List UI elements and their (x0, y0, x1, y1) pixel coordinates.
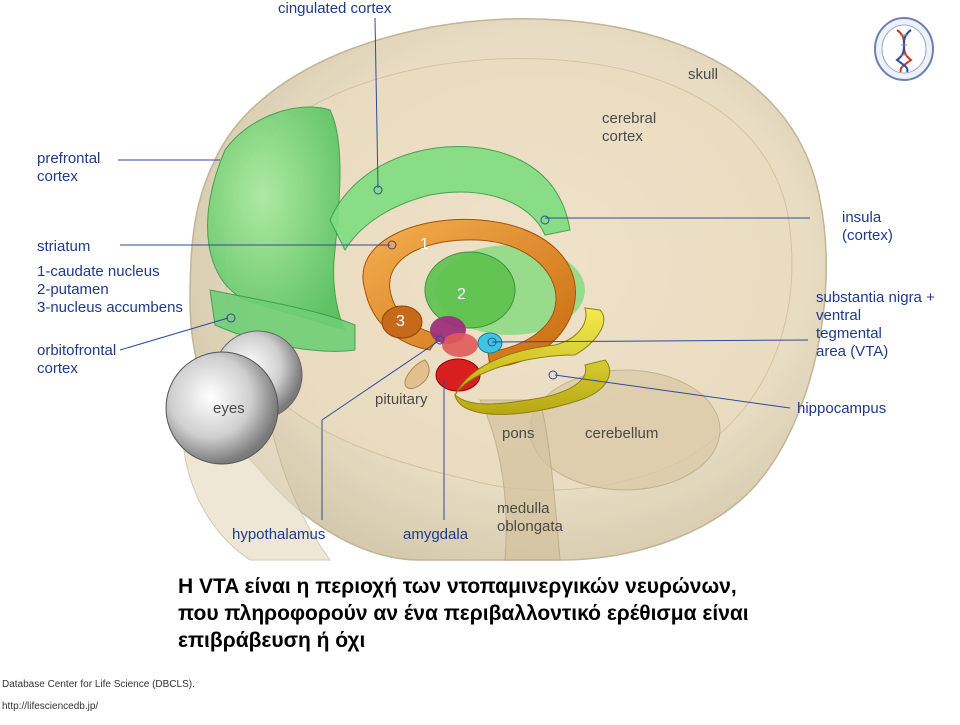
caption-line-2: που πληροφορούν αν ένα περιβαλλοντικό ερ… (178, 602, 749, 625)
label-hippocampus: hippocampus (797, 400, 887, 417)
label-number-1: 1 (420, 236, 429, 253)
label-orbitofrontal-cortex: orbitofrontal cortex (37, 342, 117, 377)
pituitary-shape (404, 359, 430, 389)
label-eyes: eyes (213, 400, 245, 417)
eye-front-shape (165, 351, 279, 465)
label-cerebellum: cerebellum (585, 425, 659, 442)
label-insula: insula (cortex) (842, 209, 893, 244)
label-pons: pons (502, 425, 535, 442)
credit-line-2: http://lifesciencedb.jp/ (2, 701, 99, 712)
cingulated-cortex-shape (329, 146, 571, 252)
label-cingulated-cortex: cingulated cortex (278, 0, 392, 17)
prefrontal-cortex-shape (207, 106, 346, 331)
label-number-3: 3 (396, 313, 405, 330)
label-pituitary: pituitary (375, 391, 428, 408)
dna-emblem-icon (873, 16, 935, 82)
label-hypothalamus: hypothalamus (232, 526, 326, 543)
caption-text: Η VTA είναι η περιοχή των ντοπαμινεργικώ… (178, 573, 918, 654)
credit-line-1: Database Center for Life Science (DBCLS)… (2, 679, 195, 690)
label-prefrontal-cortex: prefrontal cortex (37, 150, 101, 185)
label-amygdala: amygdala (403, 526, 469, 543)
brainstem-shape (479, 399, 561, 561)
caption-line-1: Η VTA είναι η περιοχή των ντοπαμινεργικώ… (178, 575, 737, 598)
putamen-shape (424, 251, 516, 329)
label-striatum: striatum (37, 238, 91, 255)
vta-shape (477, 332, 503, 354)
label-cerebral-cortex: cerebral cortex (602, 110, 657, 145)
hippocampus-shape (454, 307, 611, 415)
nucleus-accumbens-shape (381, 305, 423, 339)
leader-lines (118, 17, 810, 520)
hypothalamus-shape (442, 333, 478, 357)
label-striatum-parts: 1-caudate nucleus 2-putamen 3-nucleus ac… (37, 263, 183, 316)
label-medulla-oblongata: medulla oblongata (497, 500, 563, 535)
label-substantia-nigra-vta: substantia nigra + ventral tegmental are… (816, 289, 935, 360)
caption-line-3: επιβράβευση ή όχι (178, 629, 366, 652)
label-number-2: 2 (457, 286, 466, 303)
label-skull: skull (688, 66, 719, 83)
